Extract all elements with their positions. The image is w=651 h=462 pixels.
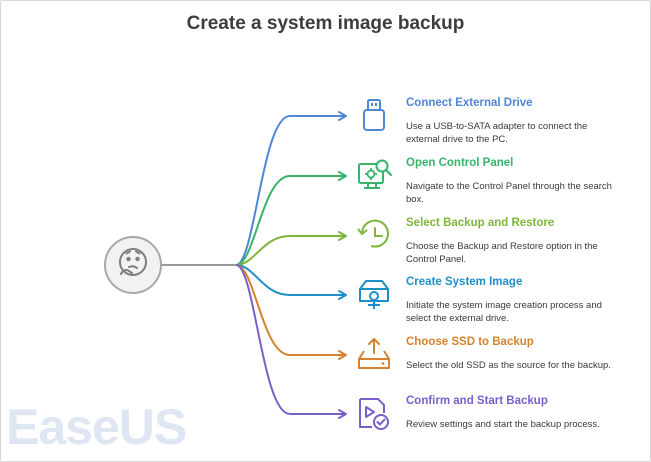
center-node bbox=[104, 236, 162, 294]
connector-arrowhead-4 bbox=[338, 290, 347, 300]
step-description-3: Choose the Backup and Restore option in … bbox=[406, 241, 598, 265]
connector-6 bbox=[235, 264, 345, 415]
upload-drive-icon bbox=[358, 338, 390, 369]
step-title-3: Select Backup and Restore bbox=[406, 217, 555, 229]
step-description-2: Navigate to the Control Panel through th… bbox=[406, 181, 612, 205]
thinking-face-icon bbox=[119, 248, 147, 276]
connector-1 bbox=[235, 115, 345, 266]
step-title-1: Connect External Drive bbox=[406, 97, 533, 109]
step-title-2: Open Control Panel bbox=[406, 157, 514, 169]
step-title-5: Choose SSD to Backup bbox=[406, 336, 534, 348]
step-title-6: Confirm and Start Backup bbox=[406, 395, 548, 407]
connector-5 bbox=[235, 264, 345, 356]
step-title-4: Create System Image bbox=[406, 276, 523, 288]
connector-arrowhead-2 bbox=[338, 171, 347, 181]
connector-arrowhead-3 bbox=[338, 231, 347, 241]
hard-drive-icon bbox=[359, 280, 389, 309]
step-description-6: Review settings and start the backup pro… bbox=[406, 419, 600, 430]
step-icons bbox=[357, 99, 393, 430]
connector-arrowhead-1 bbox=[338, 111, 347, 121]
connectors bbox=[161, 111, 347, 419]
step-description-4: Initiate the system image creation proce… bbox=[406, 300, 602, 324]
connector-4 bbox=[235, 264, 345, 296]
control-panel-search-icon bbox=[358, 159, 393, 189]
usb-icon bbox=[363, 99, 385, 131]
connector-3 bbox=[235, 235, 345, 266]
step-description-1: Use a USB-to-SATA adapter to connect the… bbox=[406, 121, 588, 145]
connector-arrowhead-5 bbox=[338, 350, 347, 360]
easeus-watermark: EaseUS bbox=[6, 399, 187, 455]
restore-clock-icon bbox=[357, 219, 389, 248]
confirm-video-icon bbox=[359, 398, 389, 430]
step-description-5: Select the old SSD as the source for the… bbox=[406, 360, 611, 371]
page-title: Create a system image backup bbox=[186, 13, 465, 34]
connector-2 bbox=[235, 175, 345, 266]
connector-arrowhead-6 bbox=[338, 409, 347, 419]
